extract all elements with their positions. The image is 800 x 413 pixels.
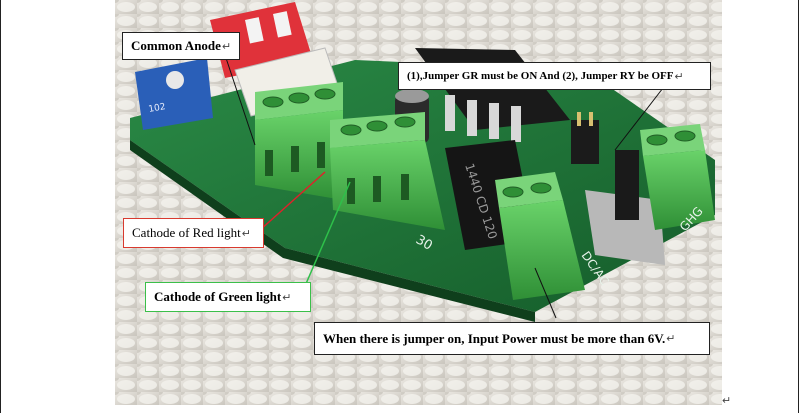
callout-cathode-red: Cathode of Red light↵ bbox=[123, 218, 264, 248]
terminal-block-middle bbox=[330, 140, 445, 230]
page-left-border bbox=[0, 0, 1, 413]
slide-switch bbox=[585, 190, 665, 265]
pointer-power bbox=[534, 267, 557, 319]
pointer-green bbox=[304, 181, 351, 287]
page-right-border bbox=[798, 0, 799, 413]
callout-power-note: When there is jumper on, Input Power mus… bbox=[314, 322, 710, 355]
pointer-common-anode bbox=[223, 51, 256, 146]
svg-text:102: 102 bbox=[148, 102, 167, 115]
callout-jumper-note: (1),Jumper GR must be ON And (2), Jumper… bbox=[398, 62, 711, 90]
trimmer-potentiometer bbox=[135, 58, 213, 130]
terminal-block-right bbox=[643, 150, 715, 230]
paragraph-mark: ↵ bbox=[722, 395, 732, 407]
callout-common-anode: Common Anode↵ bbox=[122, 32, 240, 60]
jumper-pins bbox=[571, 120, 599, 164]
terminal-block-power bbox=[499, 200, 585, 300]
pointer-red bbox=[259, 171, 326, 231]
pcb-label-30: 30 bbox=[413, 232, 435, 253]
callout-cathode-green: Cathode of Green light↵ bbox=[145, 282, 311, 312]
pointer-jumper bbox=[614, 87, 664, 151]
